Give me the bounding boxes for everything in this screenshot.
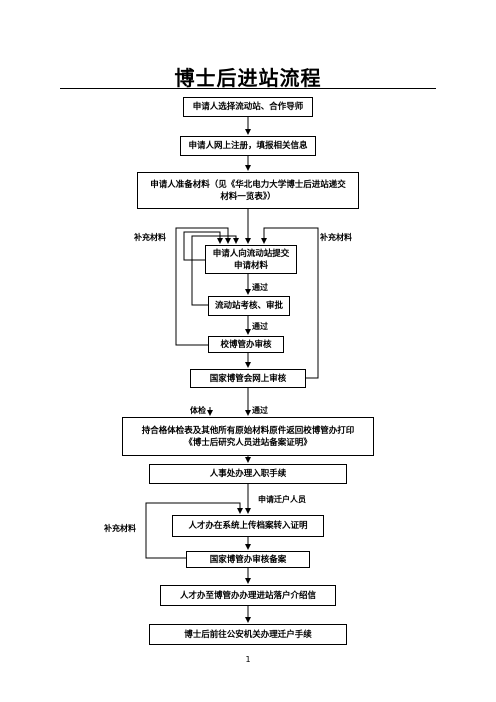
step-print-certificate: 持合格体检表及其他所有原始材料原件返回校博管办打印 《博士后研究人员进站备案证明… — [122, 417, 374, 456]
step-submit-to-station-line1: 申请人向流动站提交 — [212, 248, 290, 259]
step-prepare-materials-line2: 材料一览表》） — [220, 191, 276, 202]
step-submit-to-station-line2: 申请材料 — [233, 260, 268, 271]
step-submit-to-station: 申请人向流动站提交 申请材料 — [205, 245, 297, 274]
step-school-review: 校博管办审核 — [208, 336, 284, 353]
label-pass-3: 通过 — [252, 406, 268, 415]
loop-right — [261, 227, 319, 379]
step-upload-transfer-proof: 人才办在系统上传档案转入证明 — [172, 515, 324, 537]
step-print-certificate-line2: 《博士后研究人员进站备案证明》 — [184, 437, 312, 448]
label-physical: 体检 — [190, 406, 206, 415]
step-online-register: 申请人网上注册，填报相关信息 — [180, 136, 316, 156]
step-prepare-materials-line1: 申请人准备材料（见《华北电力大学博士后进站递交 — [150, 179, 346, 190]
label-pass-1: 通过 — [252, 283, 268, 292]
step-national-record: 国家博管办审核备案 — [186, 551, 310, 568]
step-station-review: 流动站考核、审批 — [208, 296, 290, 316]
step-print-certificate-line1: 持合格体检表及其他所有原始材料原件返回校博管办打印 — [141, 425, 355, 436]
loop-lower — [145, 502, 243, 559]
step-national-online-review: 国家博管会网上审核 — [190, 369, 306, 388]
page-title: 博士后进站流程 — [174, 66, 322, 90]
label-supplement-lower: 补充材料 — [104, 524, 136, 533]
step-residence-letter: 人才办至博管办办理进站落户介绍信 — [160, 585, 336, 606]
label-pass-2: 通过 — [252, 322, 268, 331]
step-police-transfer: 博士后前往公安机关办理迁户手续 — [149, 624, 347, 645]
label-supplement-left: 补充材料 — [134, 233, 166, 242]
step-hr-onboarding: 人事处办理入职手续 — [149, 464, 347, 484]
title-underline — [60, 88, 436, 89]
loop-left-mid — [183, 231, 223, 261]
label-supplement-right: 补充材料 — [320, 233, 352, 242]
page-number: 1 — [245, 655, 251, 664]
label-transfer-applicants: 申请迁户人员 — [258, 495, 306, 504]
step-select-station: 申请人选择流动站、合作导师 — [183, 97, 313, 117]
step-prepare-materials: 申请人准备材料（见《华北电力大学博士后进站递交 材料一览表》） — [137, 172, 359, 209]
loop-left-outer — [175, 227, 231, 346]
loop-left-inner — [191, 235, 239, 306]
